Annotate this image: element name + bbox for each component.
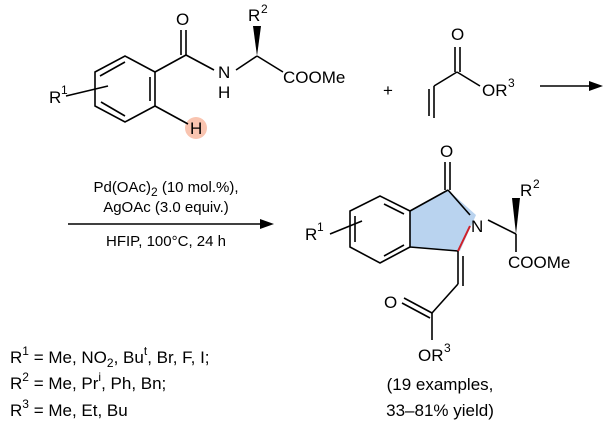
reactant1-ortho-h: H	[190, 119, 202, 138]
conditions-line3: HFIP, 100°C, 24 h	[106, 233, 226, 250]
reactant1-nh-n: N	[218, 63, 230, 82]
benzene-ring	[94, 55, 156, 123]
product-carbonyl-o: O	[440, 142, 453, 161]
product-n: N	[471, 217, 483, 236]
conditions-line2: AgOAc (3.0 equiv.)	[103, 199, 229, 216]
plus-sign: +	[383, 81, 393, 100]
reactant1-r1-sup: 1	[61, 83, 68, 97]
product-r1-sup: 1	[317, 220, 324, 234]
acrylate-carbonyl-o: O	[451, 25, 464, 44]
product-skeleton	[329, 162, 517, 340]
reactant-benzamide	[65, 30, 284, 139]
product-or3: OR	[418, 346, 444, 365]
reactant1-r1-label: R	[49, 88, 61, 107]
new-cn-bond	[457, 225, 471, 252]
stereo-wedge-1	[253, 26, 261, 56]
reactant1-coome: COOMe	[283, 68, 345, 87]
product-ester-o: O	[384, 293, 397, 312]
reactant1-carbonyl-o: O	[176, 10, 189, 29]
substituent-r2: R2 = Me, Pri, Ph, Bn;	[10, 370, 166, 393]
lactam-ring-fill	[410, 190, 476, 251]
arrow-top	[540, 81, 603, 91]
reactant1-r2-label: R	[248, 6, 260, 25]
stereo-wedge-2	[512, 198, 520, 234]
product-r2-sup: 2	[533, 177, 540, 191]
product-r1-label: R	[305, 225, 317, 244]
reactant1-nh-h: H	[218, 83, 230, 102]
reactant-acrylate	[428, 47, 481, 118]
acrylate-or3-sup: 3	[508, 76, 515, 90]
reactant1-r2-sup: 2	[261, 2, 268, 16]
summary-yield: 33–81% yield)	[386, 401, 494, 420]
conditions-line1: Pd(OAc)2 (10 mol.%),	[93, 179, 238, 199]
product-r2-label: R	[520, 181, 532, 200]
arrow-bottom	[68, 219, 274, 229]
substituent-r3: R3 = Me, Et, Bu	[10, 397, 128, 420]
acrylate-or3: OR	[482, 81, 508, 100]
benzene-inner-bonds	[99, 61, 151, 117]
product-or3-sup: 3	[444, 341, 451, 355]
ortho-h-highlight	[185, 117, 207, 139]
summary-examples: (19 examples,	[387, 375, 494, 394]
product-coome: COOMe	[508, 253, 570, 272]
substituent-r1: R1 = Me, NO2, But, Br, F, I;	[10, 344, 210, 370]
